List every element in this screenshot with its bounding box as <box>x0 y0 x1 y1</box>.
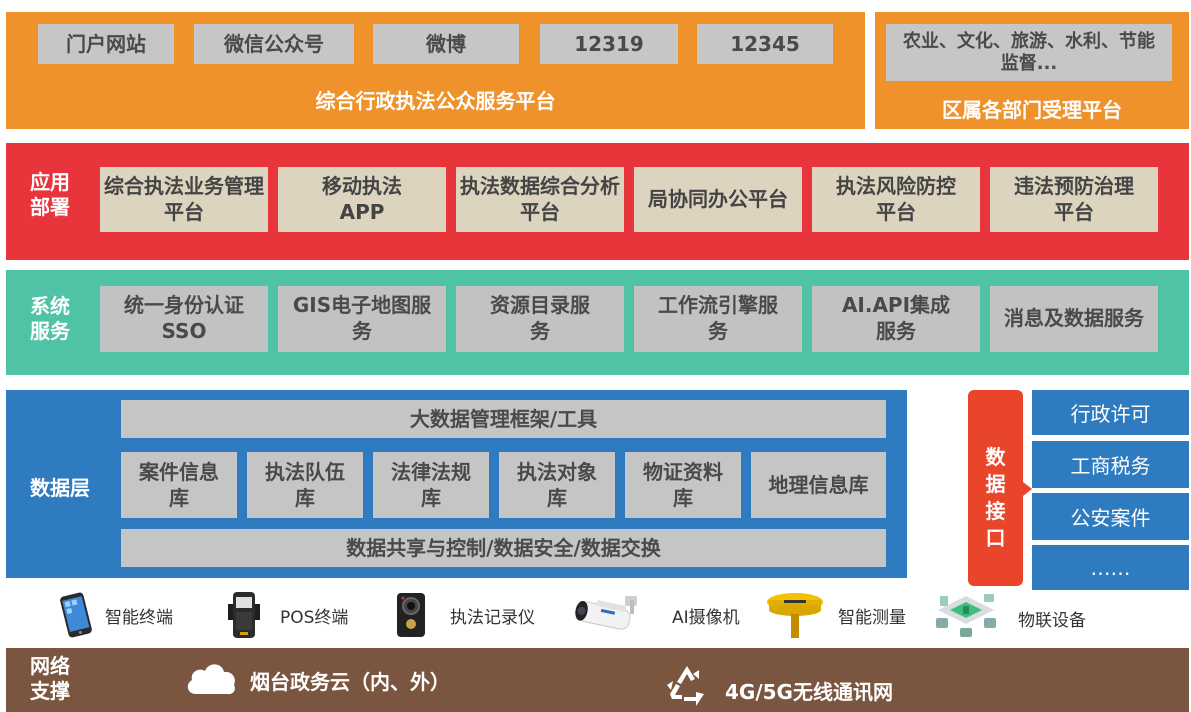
system-service-layer: 系统服务 统一身份认证SSO GIS电子地图服务 资源目录服务 工作流引擎服务 … <box>6 270 1189 375</box>
gov-cloud-label: 烟台政务云（内、外） <box>250 670 450 694</box>
channel-wechat-account: 微信公众号 <box>194 24 354 64</box>
service-item: 消息及数据服务 <box>990 286 1158 352</box>
body-camera-icon <box>397 593 425 637</box>
app-item: 局协同办公平台 <box>634 167 802 232</box>
device-label: 物联设备 <box>1018 610 1086 631</box>
data-interface-label: 数据接口 <box>985 445 1006 550</box>
device-smart-terminal: 智能终端 <box>55 590 173 640</box>
public-platform-title: 综合行政执法公众服务平台 <box>315 89 556 113</box>
app-item: 违法预防治理平台 <box>990 167 1158 232</box>
device-law-enforcement-recorder: 执法记录仪 <box>392 590 535 640</box>
device-label: AI摄像机 <box>672 607 740 628</box>
system-service-label: 系统服务 <box>30 294 70 343</box>
app-item: 执法风险防控平台 <box>812 167 980 232</box>
source-administrative-license: 行政许可 <box>1032 390 1189 435</box>
application-layer: 应用部署 综合执法业务管理平台 移动执法APP 执法数据综合分析平台 局协同办公… <box>6 143 1189 260</box>
gnss-receiver-icon <box>767 593 823 638</box>
device-ai-camera: AI摄像机 <box>570 590 740 640</box>
cctv-camera-icon <box>575 596 637 630</box>
public-service-platform: 门户网站 微信公众号 微博 12319 12345 综合行政执法公众服务平台 <box>6 12 865 129</box>
service-item: GIS电子地图服务 <box>278 286 446 352</box>
device-label: POS终端 <box>280 607 349 628</box>
source-public-security-cases: 公安案件 <box>1032 493 1189 540</box>
device-label: 智能终端 <box>105 607 173 628</box>
iot-devices-icon <box>936 594 996 637</box>
service-item: 统一身份认证SSO <box>100 286 268 352</box>
department-list: 农业、文化、旅游、水利、节能监督... <box>886 24 1172 81</box>
app-item: 执法数据综合分析平台 <box>456 167 624 232</box>
channel-weibo: 微博 <box>373 24 519 64</box>
channel-12345: 12345 <box>697 24 833 64</box>
data-library: 法律法规库 <box>373 452 489 518</box>
data-interface: 数据接口 <box>968 390 1023 586</box>
data-library: 地理信息库 <box>751 452 886 518</box>
pos-terminal-icon <box>228 592 260 638</box>
network-support: 网络支撑 烟台政务云（内、外） 4G/5G无线通讯网 <box>6 648 1189 712</box>
application-layer-label: 应用部署 <box>30 170 70 219</box>
wireless-network-label: 4G/5G无线通讯网 <box>725 680 893 704</box>
cloud-icon <box>187 664 235 695</box>
data-sharing-security-exchange: 数据共享与控制/数据安全/数据交换 <box>121 529 886 567</box>
device-iot: 物联设备 <box>930 590 1086 640</box>
arrow-right-icon <box>1023 482 1032 496</box>
source-more: …… <box>1032 545 1189 590</box>
device-smart-measurement: 智能测量 <box>764 590 906 640</box>
device-label: 执法记录仪 <box>450 607 535 628</box>
service-item: 资源目录服务 <box>456 286 624 352</box>
source-industry-commerce-tax: 工商税务 <box>1032 441 1189 488</box>
service-item: AI.API集成服务 <box>812 286 980 352</box>
app-item: 综合执法业务管理平台 <box>100 167 268 232</box>
recycle-icon <box>667 666 704 706</box>
app-item: 移动执法APP <box>278 167 446 232</box>
data-library: 执法队伍库 <box>247 452 363 518</box>
data-layer: 数据层 大数据管理框架/工具 案件信息库 执法队伍库 法律法规库 执法对象库 物… <box>6 390 907 578</box>
data-library: 物证资料库 <box>625 452 741 518</box>
device-pos-terminal: POS终端 <box>226 590 348 640</box>
department-platform: 农业、文化、旅游、水利、节能监督... 区属各部门受理平台 <box>875 12 1189 129</box>
channel-12319: 12319 <box>540 24 678 64</box>
data-layer-label: 数据层 <box>30 476 90 500</box>
service-item: 工作流引擎服务 <box>634 286 802 352</box>
data-library: 案件信息库 <box>121 452 237 518</box>
smartphone-icon <box>60 592 92 638</box>
department-platform-title: 区属各部门受理平台 <box>942 98 1122 122</box>
data-library: 执法对象库 <box>499 452 615 518</box>
big-data-framework: 大数据管理框架/工具 <box>121 400 886 438</box>
network-support-label: 网络支撑 <box>30 654 70 703</box>
channel-portal-website: 门户网站 <box>38 24 174 64</box>
device-label: 智能测量 <box>838 607 906 628</box>
